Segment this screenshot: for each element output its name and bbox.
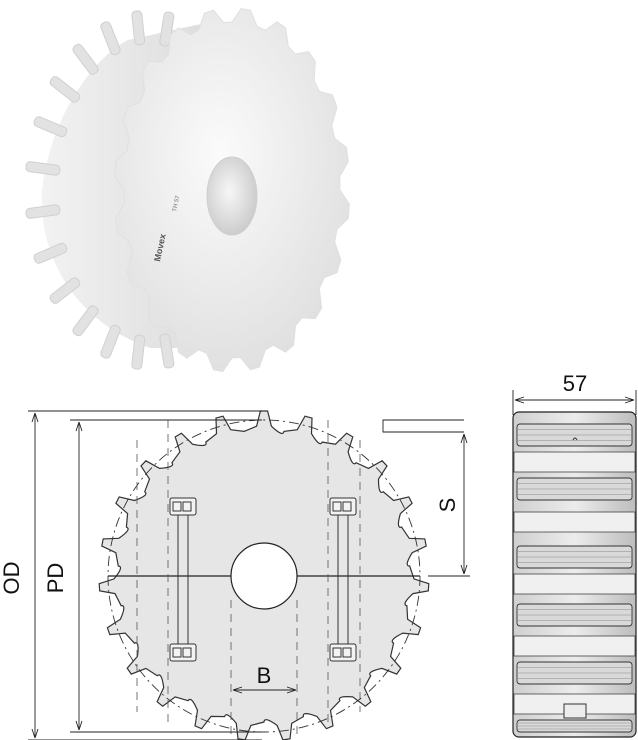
bore-label: B bbox=[257, 663, 272, 688]
side-gap bbox=[513, 635, 636, 657]
side-marker bbox=[572, 437, 578, 441]
side-gap bbox=[513, 451, 636, 473]
hidden-lines bbox=[136, 420, 361, 740]
od-label: OD bbox=[0, 562, 24, 595]
hub-marking: TH 57 bbox=[172, 195, 181, 213]
fixing-bar-right bbox=[329, 497, 357, 662]
sprocket-photo-bore bbox=[206, 156, 258, 236]
s-dimension bbox=[382, 419, 470, 577]
s-label: S bbox=[435, 498, 460, 513]
bore-hole bbox=[230, 542, 298, 610]
sprocket-photo-tooth bbox=[72, 43, 99, 75]
width-dimension bbox=[512, 390, 637, 415]
sprocket-photo-tooth bbox=[49, 277, 81, 304]
sprocket-photo-tooth bbox=[33, 242, 68, 264]
sprocket-photo: Movex TH 57 bbox=[25, 8, 350, 372]
sprocket-photo-tooth bbox=[100, 21, 121, 56]
side-tooth-bands bbox=[513, 423, 636, 733]
sprocket-photo-tooth bbox=[49, 76, 81, 103]
fixing-bar-left bbox=[169, 497, 197, 662]
sprocket-photo-tooth bbox=[131, 334, 146, 370]
sprocket-photo-tooth bbox=[159, 333, 175, 369]
sprocket-photo-tooth bbox=[25, 161, 61, 176]
sprocket-photo-tooth bbox=[131, 10, 146, 46]
bore-dimension bbox=[232, 686, 297, 694]
side-view: 57 bbox=[512, 371, 637, 738]
side-gap bbox=[513, 573, 636, 595]
od-dimension bbox=[28, 410, 262, 740]
sprocket-photo-tooth bbox=[100, 324, 121, 359]
sprocket-photo-tooth bbox=[25, 204, 61, 219]
side-keyway bbox=[563, 703, 587, 719]
pd-label: PD bbox=[43, 563, 68, 594]
pd-dimension bbox=[70, 419, 262, 733]
width-value-label: 57 bbox=[563, 371, 587, 396]
front-view: OD PD B S bbox=[0, 410, 470, 740]
side-gap bbox=[513, 511, 636, 533]
sprocket-photo-tooth bbox=[72, 305, 99, 337]
sprocket-photo-tooth bbox=[33, 116, 68, 138]
